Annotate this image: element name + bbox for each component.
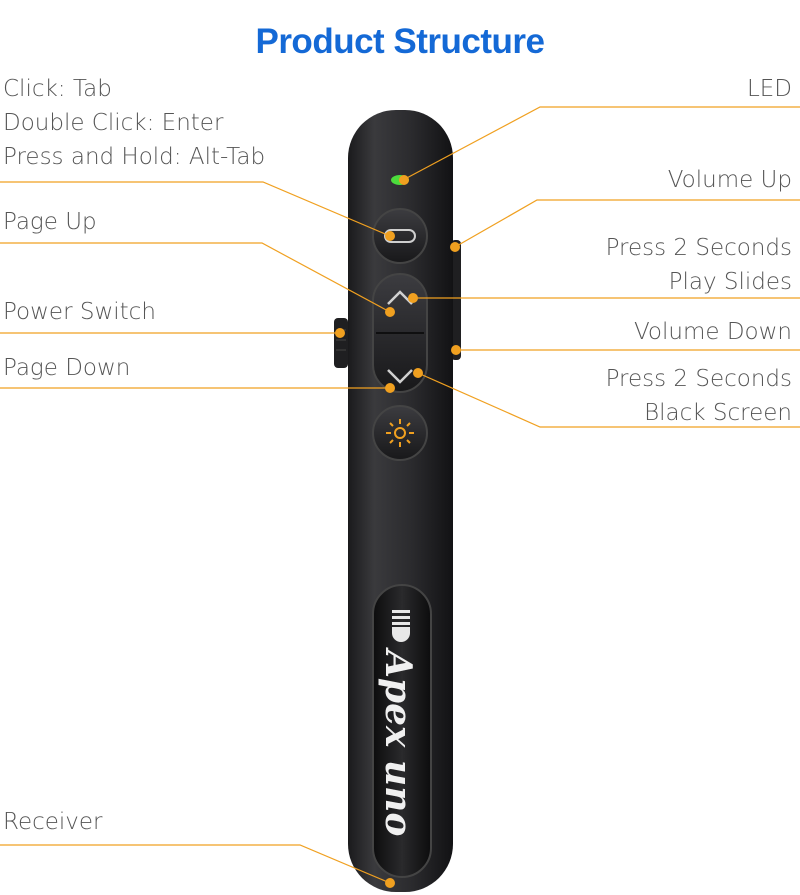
leader-lines [0, 106, 800, 884]
chevron-up-icon [387, 290, 413, 305]
label-black-line2: Black Screen [644, 400, 792, 426]
power-switch[interactable] [334, 318, 348, 368]
label-black-line1: Press 2 Seconds [605, 366, 792, 392]
label-receiver: Receiver [3, 809, 103, 835]
volume-side-button[interactable] [451, 240, 461, 360]
label-page-down: Page Down [3, 355, 131, 381]
leader-dots [335, 175, 461, 888]
bulb-icon [392, 610, 410, 642]
label-play-line2: Play Slides [668, 269, 792, 295]
label-press-hold: Press and Hold: Alt-Tab [3, 144, 266, 170]
chevron-down-icon [387, 369, 413, 384]
label-led: LED [746, 76, 792, 102]
tab-button[interactable] [372, 208, 428, 264]
label-power-switch: Power Switch [3, 299, 156, 325]
label-volume-down: Volume Down [633, 319, 792, 345]
brand-logo: Apex uno [377, 647, 419, 836]
page-title: Product Structure [255, 22, 545, 61]
laser-button[interactable] [372, 405, 428, 461]
label-volume-up: Volume Up [667, 167, 792, 193]
label-page-up: Page Up [3, 209, 97, 235]
receiver-window [372, 584, 432, 878]
label-click-tab: Click: Tab [3, 76, 112, 102]
label-double-click: Double Click: Enter [3, 110, 224, 136]
sun-icon [386, 419, 414, 447]
label-play-line1: Press 2 Seconds [605, 235, 792, 261]
